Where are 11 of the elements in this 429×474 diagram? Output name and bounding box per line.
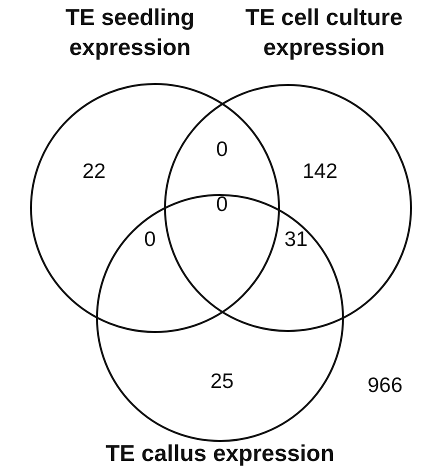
region-count: 142 xyxy=(302,160,338,184)
set-title: TE callus expression xyxy=(104,439,336,468)
region-count: 0 xyxy=(216,193,228,217)
region-count: 25 xyxy=(210,370,234,394)
region-count: 31 xyxy=(284,228,308,252)
region-count: 22 xyxy=(82,160,106,184)
region-count: 0 xyxy=(216,138,228,162)
set-title: TE seedling expression xyxy=(64,3,196,62)
region-count: 966 xyxy=(367,374,403,398)
set-title: TE cell culture expression xyxy=(244,3,404,62)
region-count: 0 xyxy=(144,228,156,252)
